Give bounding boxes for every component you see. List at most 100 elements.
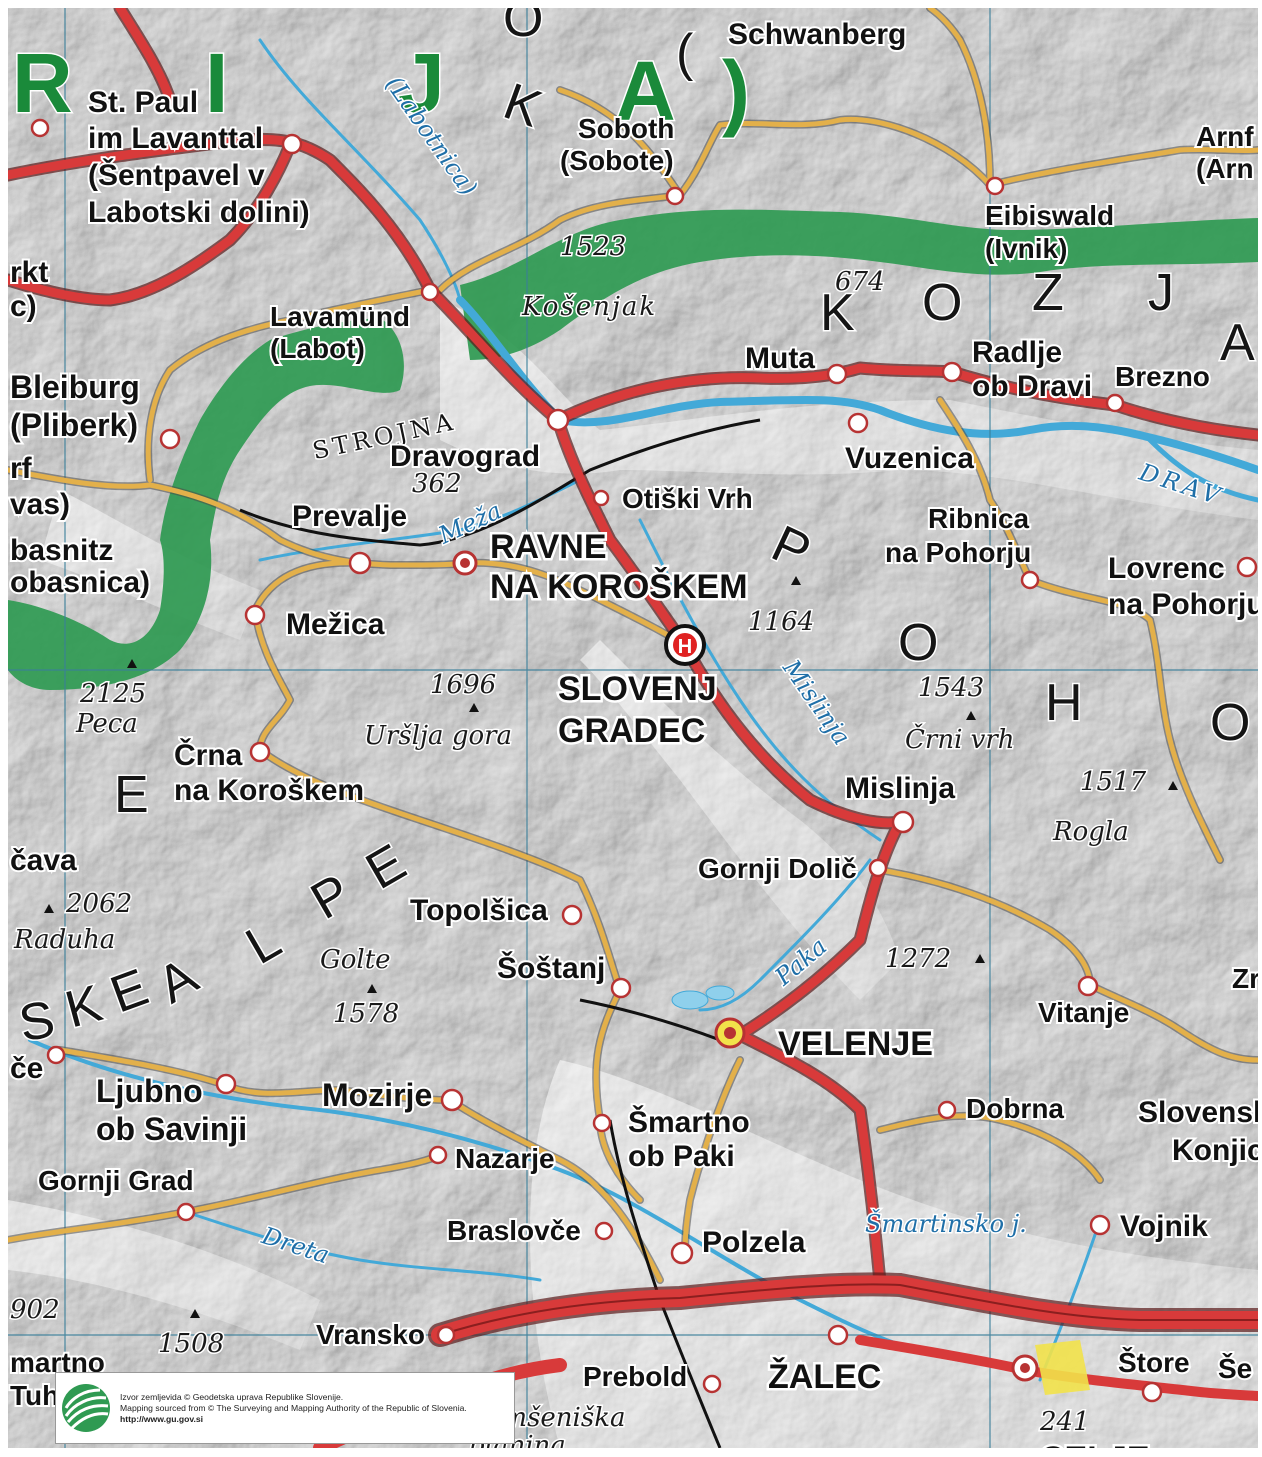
place-label: (Labot) <box>270 333 365 364</box>
place-label: (Ivnik) <box>985 233 1067 264</box>
place-label: (Šentpavel v <box>88 158 265 192</box>
place-label: Gornji Dolič <box>698 853 857 884</box>
peak-elevation: 902 <box>10 1295 60 1325</box>
peak-elevation: 674 <box>835 267 885 297</box>
place-label: rkt <box>10 256 48 289</box>
place-label: Dravograd <box>390 440 540 473</box>
relief-map[interactable]: H R I J A ) O K ( K O Z J A P O H O E E … <box>8 8 1258 1448</box>
place-label: Vransko <box>316 1319 425 1350</box>
river-drava-east <box>1147 437 1258 503</box>
region-letter: Z <box>1032 264 1064 322</box>
town-label: NA KOROŠKEM <box>490 567 748 606</box>
place-label: čava <box>10 844 77 877</box>
map-credit-box: Izvor zemljevida © Geodetska uprava Repu… <box>55 1372 515 1444</box>
place-label: Braslovče <box>447 1215 581 1246</box>
credit-text: Izvor zemljevida © Geodetska uprava Repu… <box>120 1392 467 1425</box>
credit-line-source: Izvor zemljevida © Geodetska uprava Repu… <box>120 1391 344 1402</box>
country-letter: ) <box>722 44 750 138</box>
place-label: im Lavanttal <box>88 122 263 155</box>
map-viewport[interactable]: H R I J A ) O K ( K O Z J A P O H O E E … <box>8 8 1258 1448</box>
peak-elevation: 1523 <box>560 232 626 262</box>
lakes <box>671 985 735 1010</box>
place-label: ob Savinji <box>96 1111 247 1147</box>
region-letter: J <box>1148 264 1174 322</box>
place-label: ob Paki <box>628 1140 735 1173</box>
forest-areas <box>8 209 1258 690</box>
peak-elevation: 1543 <box>918 673 984 703</box>
peak-elevation: 2125 <box>79 679 146 709</box>
peak-name: Košenjak <box>521 292 657 322</box>
place-label: na Koroškem <box>174 774 364 807</box>
place-label: Schwanberg <box>728 18 906 51</box>
town-label: RAVNE <box>490 528 607 566</box>
peak-elevation: 1508 <box>158 1329 224 1359</box>
hospital-letter: H <box>678 636 692 658</box>
country-lettering: R I J A ) <box>11 35 752 140</box>
region-letter: O <box>922 274 962 332</box>
place-label: Topolšica <box>410 894 548 927</box>
country-letter: J <box>398 36 445 130</box>
place-label: Otiški Vrh <box>622 483 753 514</box>
place-label: (Arn <box>1196 153 1254 184</box>
place-label: Lovrenc <box>1108 552 1225 585</box>
region-letter: O <box>503 8 543 48</box>
region-letter: A <box>1220 314 1255 372</box>
peak-elevation: 1272 <box>885 944 951 974</box>
town-label: GRADEC <box>558 712 705 750</box>
place-label: Soboth <box>578 113 674 144</box>
peak-name: Raduha <box>13 925 115 955</box>
place-label: Labotski dolini) <box>88 196 310 229</box>
place-label: Ljubno <box>96 1073 203 1109</box>
river-label: Šmartinsko j. <box>865 1209 1027 1238</box>
place-label: Dobrna <box>966 1093 1064 1124</box>
place-label: Radlje <box>972 336 1062 369</box>
place-label: Črna <box>174 738 243 772</box>
region-letter: K <box>820 284 855 342</box>
place-label: c) <box>10 290 37 323</box>
place-label: Bleiburg <box>10 369 140 405</box>
place-label: vas) <box>10 488 70 521</box>
place-label: ob Dravi <box>972 370 1092 403</box>
region-letter: ( <box>676 24 694 82</box>
peak-elevation: 1578 <box>333 999 399 1029</box>
place-label: rf <box>10 452 33 485</box>
region-letter: E <box>114 766 149 824</box>
credit-line-english: Mapping sourced from © The Surveying and… <box>120 1402 467 1413</box>
place-label: Gornji Grad <box>38 1165 194 1196</box>
place-label: Še <box>1218 1352 1252 1384</box>
peak-name: Rogla <box>1052 817 1129 847</box>
place-label: Šoštanj <box>497 951 605 985</box>
town-label: ŽALEC <box>768 1358 881 1396</box>
place-label: Slovensk <box>1138 1096 1258 1129</box>
place-label: če <box>10 1052 43 1085</box>
place-label: Brezno <box>1115 361 1210 392</box>
peak-name: Golte <box>320 945 391 975</box>
place-labels: Schwanberg St. Paul im Lavanttal (Šentpa… <box>8 16 1258 1448</box>
place-label: Arnf <box>1196 121 1254 152</box>
peak-elevation: 241 <box>1039 1407 1090 1437</box>
peak-triangles <box>44 576 1178 1318</box>
town-markers <box>452 550 1039 1382</box>
hospital-marker[interactable]: H <box>664 624 706 666</box>
place-label: Vojnik <box>1120 1210 1208 1243</box>
place-label: Prebold <box>583 1361 687 1392</box>
place-label: Lavamünd <box>270 301 410 332</box>
peak-name: Peca <box>75 709 138 739</box>
urban-area <box>1035 1340 1090 1395</box>
region-letter: O <box>1210 694 1250 752</box>
town-label: SLOVENJ <box>558 670 717 708</box>
place-label: (Pliberk) <box>10 407 138 443</box>
river-savinja <box>28 1038 962 1362</box>
place-label: Šmartno <box>628 1105 750 1139</box>
river-paka <box>698 858 872 1012</box>
place-label: Polzela <box>702 1226 806 1259</box>
place-label: Zre <box>1232 963 1258 994</box>
credit-url-link[interactable]: http://www.gu.gov.si <box>120 1413 204 1424</box>
gu-logo-icon <box>62 1384 110 1432</box>
place-label: Štore <box>1118 1346 1190 1378</box>
place-label: Mežica <box>286 608 385 641</box>
region-letter: O <box>898 614 938 672</box>
peak-elevation: 1696 <box>430 670 496 700</box>
place-label: basnitz <box>10 534 113 567</box>
river-dreta <box>178 1208 542 1282</box>
